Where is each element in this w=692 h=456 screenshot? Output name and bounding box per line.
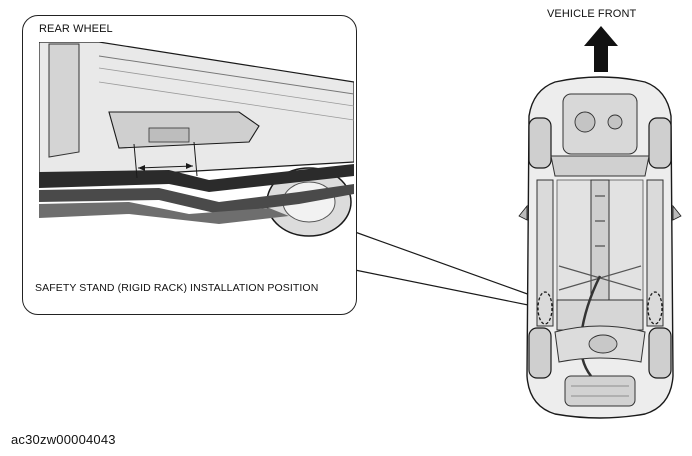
center-tunnel: [590, 179, 610, 301]
rear-left-wheel: [528, 327, 552, 379]
front-left-wheel: [528, 117, 552, 169]
vehicle-underside-icon: [518, 76, 682, 419]
safety-stand-marker-left: [537, 291, 553, 325]
rear-wheel-detail-illustration: [39, 42, 354, 237]
callout-detail-box: REAR WHEEL SAFETY STAND (RIGID RACK) INS…: [22, 15, 357, 315]
detail-title: REAR WHEEL: [39, 23, 113, 35]
stand-span-line: [137, 165, 194, 169]
stand-mark-right: [193, 141, 198, 177]
leader-line-lower: [354, 269, 534, 307]
engine-subframe: [562, 93, 638, 155]
stand-mark-left: [133, 143, 138, 179]
leader-line-upper: [354, 231, 534, 297]
vehicle-front-label: VEHICLE FRONT: [547, 8, 637, 20]
safety-stand-marker-right: [647, 291, 663, 325]
rear-right-wheel: [648, 327, 672, 379]
rear-crossmember: [556, 299, 644, 331]
underbody-panel: [39, 42, 354, 181]
detail-caption: SAFETY STAND (RIGID RACK) INSTALLATION P…: [35, 282, 319, 294]
rear-bumper: [564, 375, 636, 407]
image-id: ac30zw00004043: [11, 432, 116, 447]
left-side-sill: [536, 179, 554, 327]
front-right-wheel: [648, 117, 672, 169]
arrow-up-icon: [584, 26, 618, 72]
side-bracket: [48, 43, 80, 158]
rocker-panel-edge: [39, 164, 354, 192]
right-side-sill: [646, 179, 664, 327]
